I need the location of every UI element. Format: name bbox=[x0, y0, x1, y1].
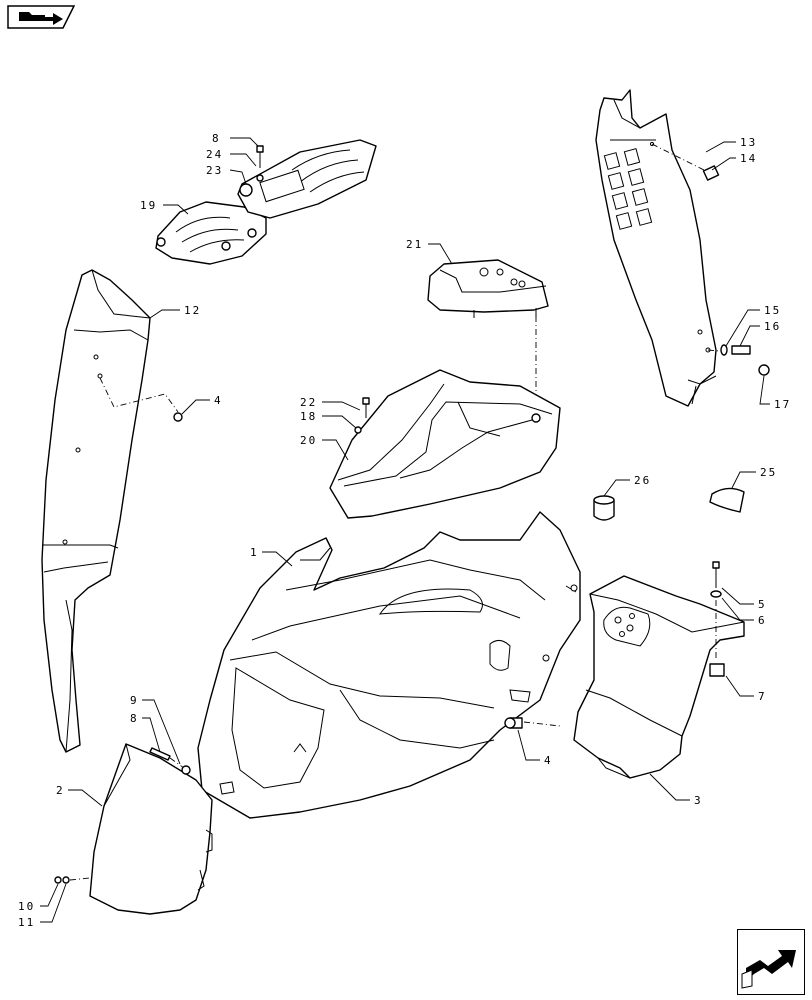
callout-22: 22 bbox=[300, 396, 317, 409]
callout-26: 26 bbox=[634, 474, 651, 487]
callout-3: 3 bbox=[694, 794, 703, 807]
callout-17: 17 bbox=[774, 398, 791, 411]
folder-back-icon bbox=[7, 5, 75, 29]
callout-20: 20 bbox=[300, 434, 317, 447]
washer-9 bbox=[181, 765, 191, 775]
arrow-next-page-icon bbox=[741, 950, 796, 989]
callout-9: 9 bbox=[130, 694, 139, 707]
callout-23: 23 bbox=[206, 164, 223, 177]
callout-6: 6 bbox=[758, 614, 767, 627]
callout-15: 15 bbox=[764, 304, 781, 317]
screw-10-11 bbox=[54, 876, 70, 884]
callout-25: 25 bbox=[760, 466, 777, 479]
callout-14: 14 bbox=[740, 152, 757, 165]
bolt-8-top bbox=[256, 145, 264, 182]
part-25-pad bbox=[709, 487, 745, 513]
part-12-side-trim bbox=[41, 269, 151, 753]
screw-14 bbox=[702, 165, 720, 181]
nut-4-upper bbox=[173, 412, 183, 422]
part-20-console bbox=[329, 369, 561, 519]
callout-18: 18 bbox=[300, 410, 317, 423]
screw-16 bbox=[731, 345, 751, 355]
part-19-cover bbox=[155, 201, 267, 265]
callout-8-lower: 8 bbox=[130, 712, 139, 725]
bolt-22 bbox=[354, 397, 370, 434]
callout-10: 10 bbox=[18, 900, 35, 913]
callout-13: 13 bbox=[740, 136, 757, 149]
callout-7: 7 bbox=[758, 690, 767, 703]
callout-5: 5 bbox=[758, 598, 767, 611]
callout-4-upper: 4 bbox=[214, 394, 223, 407]
callout-11: 11 bbox=[18, 916, 35, 929]
callout-19: 19 bbox=[140, 199, 157, 212]
callout-1: 1 bbox=[250, 546, 259, 559]
part-1-main-cowl bbox=[197, 511, 581, 819]
part-3-right-trim bbox=[573, 575, 745, 779]
callout-21: 21 bbox=[406, 238, 423, 251]
callout-12: 12 bbox=[184, 304, 201, 317]
part-26-cup bbox=[593, 495, 615, 521]
callout-8-top: 8 bbox=[212, 132, 221, 145]
bolt-8-lower bbox=[149, 747, 171, 761]
cap-17 bbox=[758, 364, 770, 376]
part-21-bracket bbox=[427, 259, 549, 318]
callout-4-lower: 4 bbox=[544, 754, 553, 767]
washer-15 bbox=[720, 344, 728, 356]
back-button[interactable] bbox=[7, 5, 75, 29]
part-23-top-plate bbox=[237, 139, 377, 219]
callout-24: 24 bbox=[206, 148, 223, 161]
nut-4-lower bbox=[504, 717, 523, 729]
callout-16: 16 bbox=[764, 320, 781, 333]
part-13-pillar bbox=[595, 89, 717, 407]
clip-7 bbox=[709, 663, 725, 677]
bolt-5 bbox=[710, 561, 722, 598]
next-page-button[interactable] bbox=[737, 929, 805, 995]
part-2-front-panel bbox=[89, 743, 213, 915]
callout-2: 2 bbox=[56, 784, 65, 797]
